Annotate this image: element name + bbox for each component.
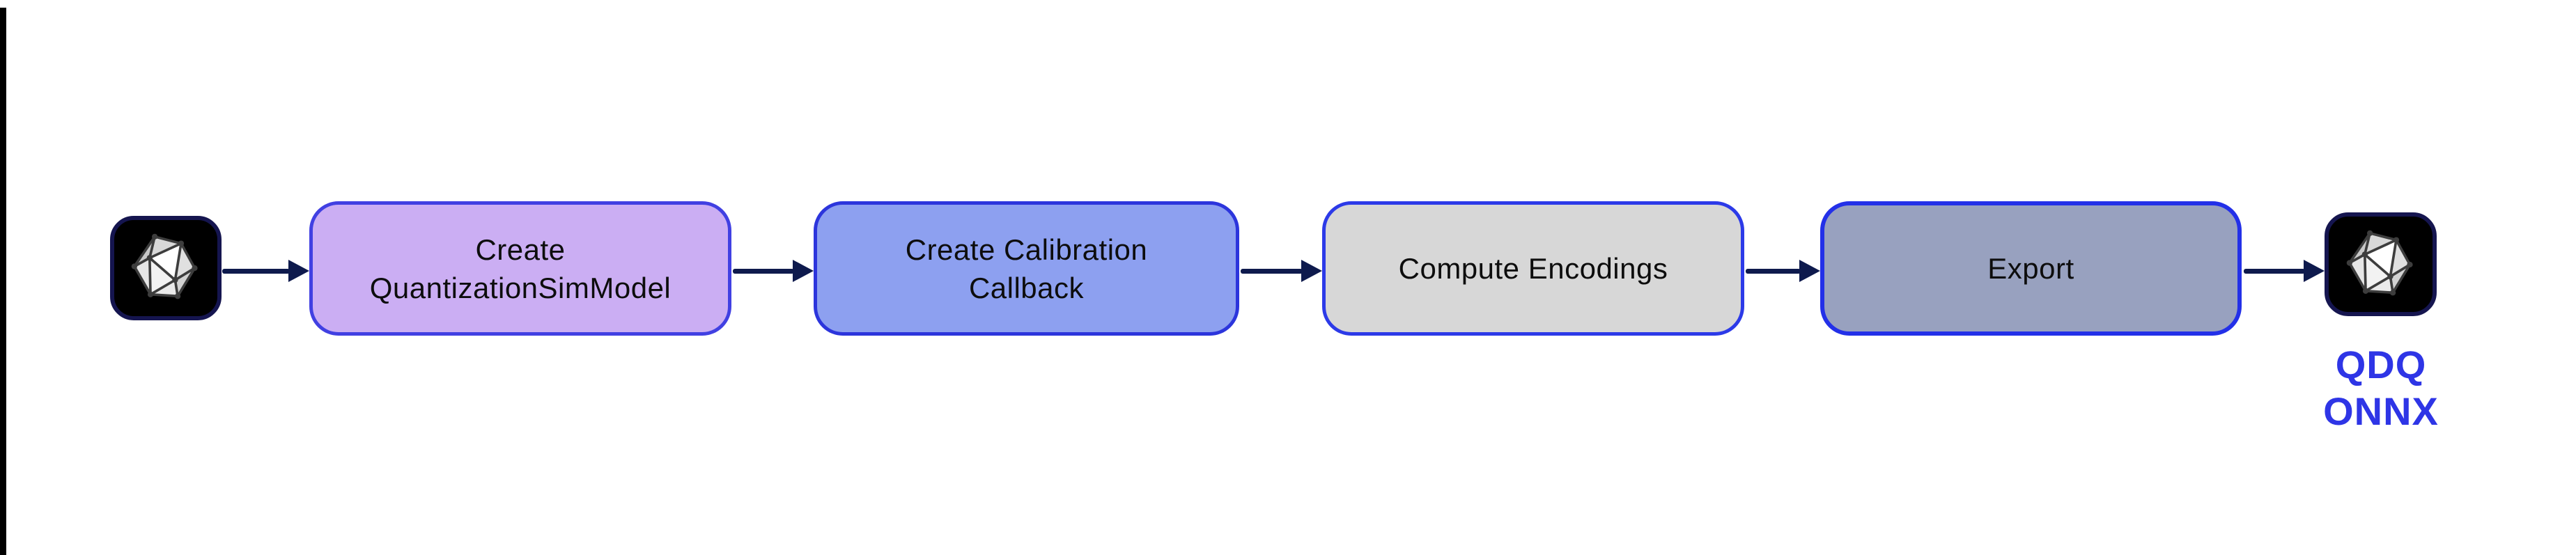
step-label-line: Compute Encodings [1398, 252, 1668, 285]
step-label-line: QuantizationSimModel [369, 271, 672, 304]
step-label-line: Export [1987, 252, 2074, 285]
step-label-line: Create Calibration [905, 233, 1148, 266]
onnx-logo-icon [130, 232, 199, 301]
output-caption: QDQ ONNX [2266, 341, 2496, 435]
step-label-line: Create [475, 233, 566, 266]
output-caption-line: ONNX [2323, 389, 2439, 433]
step-label-line: Callback [968, 271, 1085, 304]
left-edge-bar [0, 8, 6, 555]
onnx-input-icon [110, 216, 222, 320]
onnx-logo-icon [2345, 228, 2414, 297]
step-box-export: Export [1820, 201, 2242, 336]
step-box-create-calibration-callback: Create Calibration Callback [814, 201, 1239, 336]
step-box-compute-encodings: Compute Encodings [1322, 201, 1744, 336]
output-caption-line: QDQ [2335, 343, 2427, 386]
onnx-output-icon [2325, 212, 2437, 316]
step-box-create-quantizationsimmodel: Create QuantizationSimModel [309, 201, 731, 336]
